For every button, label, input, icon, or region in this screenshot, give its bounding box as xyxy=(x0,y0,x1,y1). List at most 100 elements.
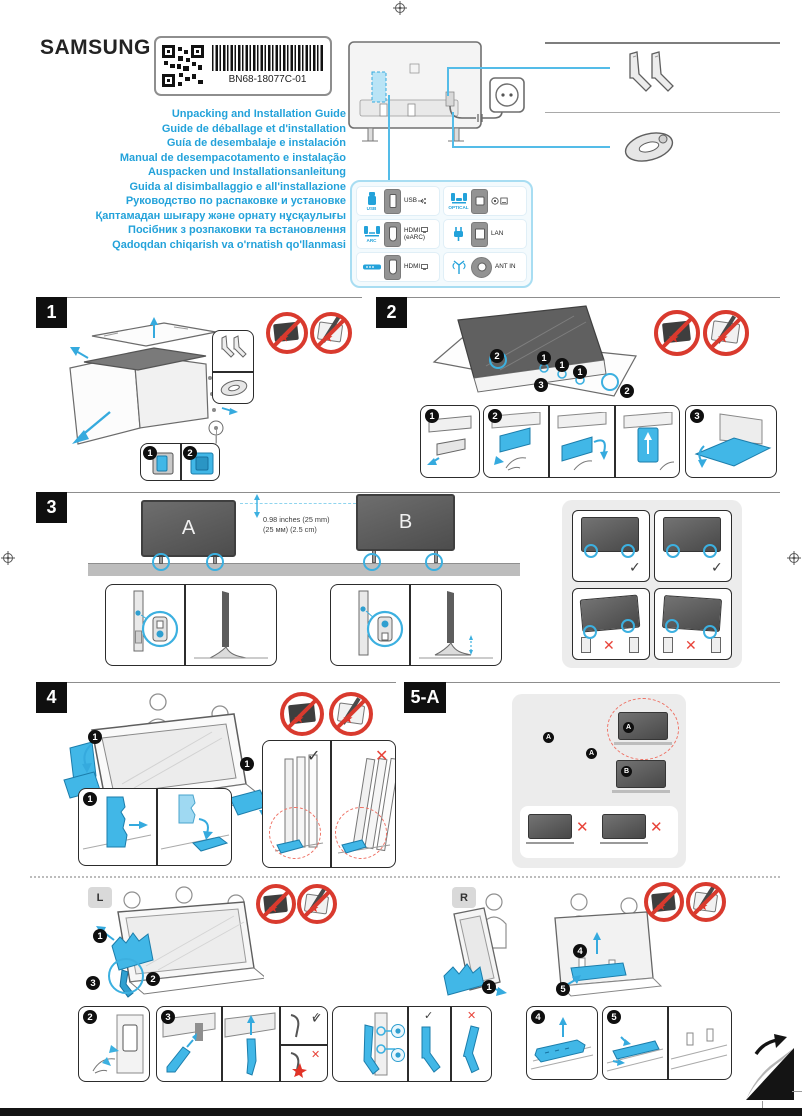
foot-ring xyxy=(583,625,597,639)
lan-slot xyxy=(474,228,485,240)
mini-tv-b xyxy=(616,760,666,788)
measure-line-2: (25 мм) (2.5 cm) xyxy=(263,524,317,534)
antenna-icon xyxy=(446,260,471,274)
foam-lift-icon xyxy=(530,1017,594,1070)
hdmi-earc-port xyxy=(384,221,401,247)
step-badge-1: 1 xyxy=(482,980,496,994)
step-badge-2: 2 xyxy=(183,446,197,460)
hdmi-slot xyxy=(388,226,397,242)
section-2-line xyxy=(376,297,780,299)
screw-check-panel xyxy=(332,1006,492,1082)
panel-badge-3: 3 xyxy=(690,409,704,423)
stand-piece xyxy=(581,637,591,653)
section-1-line xyxy=(36,297,362,299)
registration-mark-icon xyxy=(1,551,15,565)
step-badge-1: 1 xyxy=(143,446,157,460)
port-row-optical: OPTICAL xyxy=(443,186,527,216)
cross-icon: ✕ xyxy=(603,638,615,654)
accessory-divider xyxy=(545,112,780,113)
leg-detail-icon xyxy=(358,590,404,656)
marker-a-badge: A xyxy=(543,732,554,743)
usb-slot xyxy=(389,194,396,208)
right-side-badge: R xyxy=(452,887,476,908)
foot-highlight-ring xyxy=(152,553,170,571)
blue-panel-lift-icon xyxy=(623,412,675,471)
foot-highlight-ring xyxy=(425,553,443,571)
no-blade-icon xyxy=(703,310,749,356)
section-separator xyxy=(30,876,780,878)
section-1-number: 1 xyxy=(36,297,67,328)
step-badge-1: 1 xyxy=(88,730,102,744)
check-icon: ✓ xyxy=(311,1011,323,1027)
level-check-grid: ✓ ✓ ✕ ✕ xyxy=(562,500,742,668)
marker-b-badge: B xyxy=(621,766,632,777)
title-line: Қаптамадан шығару және орнату нұсқаулығы xyxy=(95,209,346,222)
title-list: Unpacking and Installation Guide Guide d… xyxy=(40,107,346,252)
mini-tv xyxy=(528,814,572,839)
stand-b-inset xyxy=(330,584,502,666)
tv-a-label: A xyxy=(181,517,196,539)
barcode: BN68-18077C-01 xyxy=(210,43,325,89)
section-3-number: 3 xyxy=(36,492,67,523)
lan-port-label: LAN xyxy=(488,230,524,237)
cross-icon: ✕ xyxy=(311,1048,321,1061)
step-badge-2: 2 xyxy=(146,972,160,986)
ant-port-label: ANT IN xyxy=(492,263,524,270)
unpack-box-illustration xyxy=(69,317,238,445)
attention-ring xyxy=(335,807,387,859)
no-cutting-icon xyxy=(280,692,324,736)
step-badge-4: 4 xyxy=(573,944,587,958)
callout-badge-1: 1 xyxy=(555,358,569,372)
panel-badge-5: 5 xyxy=(607,1010,621,1024)
leg-up-icon xyxy=(224,1012,276,1076)
soundbar-icon xyxy=(359,263,384,271)
section-3-line xyxy=(36,492,780,494)
carry-left-illustration xyxy=(96,886,264,998)
callout-badge-2: 2 xyxy=(490,349,504,363)
step1-panel xyxy=(420,405,480,478)
lan-port xyxy=(471,221,488,247)
qr-code xyxy=(161,44,205,88)
measurement-text: 0.98 inches (25 mm) (25 мм) (2.5 cm) xyxy=(263,515,363,534)
inset-divider xyxy=(180,444,182,480)
title-line: Guía de desembalaje e instalación xyxy=(166,137,346,149)
step-badge-1: 1 xyxy=(83,792,97,806)
inset-divider xyxy=(279,1044,327,1046)
step-badge-1: 1 xyxy=(240,757,254,771)
inset-divider xyxy=(330,741,332,867)
side-view-gap-icon xyxy=(419,591,493,659)
leg-bad-icon xyxy=(462,1025,480,1074)
no-cutting-icon xyxy=(266,312,308,354)
no-blade-icon xyxy=(297,884,337,924)
attention-ring xyxy=(607,698,679,760)
registration-mark-icon xyxy=(393,1,407,15)
panel-badge-3: 3 xyxy=(161,1010,175,1024)
optical-speakers-icon: OPTICAL xyxy=(446,192,471,210)
title-line: Qadoqdan chiqarish va o'rnatish qo'llanm… xyxy=(112,238,346,251)
leg-insert-icon xyxy=(162,1012,216,1073)
check-icon: ✓ xyxy=(629,560,641,576)
carry-mid-illustration xyxy=(443,893,507,996)
panel-badge-4: 4 xyxy=(531,1010,545,1024)
leader-line xyxy=(388,95,390,180)
level-ok-panel: ✓ xyxy=(572,510,650,582)
callout-badge-1: 1 xyxy=(573,365,587,379)
hdmi-earc-label: HDMI (eARC) xyxy=(401,227,437,241)
no-blade-icon xyxy=(686,882,726,922)
usb-caption: USB xyxy=(366,205,377,211)
leader-line xyxy=(452,146,610,148)
foam-detached-icon xyxy=(160,794,230,852)
hdmi-earc-sub: (eARC) xyxy=(404,234,425,241)
part-number: BN68-18077C-01 xyxy=(228,74,307,85)
hdmi-port-label: HDMI xyxy=(401,263,437,270)
accessory-inset xyxy=(212,330,254,404)
panel-badge-2: 2 xyxy=(83,1010,97,1024)
cross-icon: ✕ xyxy=(576,818,589,836)
title-line: Руководство по распаковке и установке xyxy=(125,195,346,207)
section-2-number: 2 xyxy=(376,297,407,328)
tv-a: A xyxy=(141,500,236,557)
stand-legs-accessory xyxy=(629,51,674,92)
registration-mark-icon xyxy=(787,551,801,565)
inset-divider xyxy=(156,789,158,865)
